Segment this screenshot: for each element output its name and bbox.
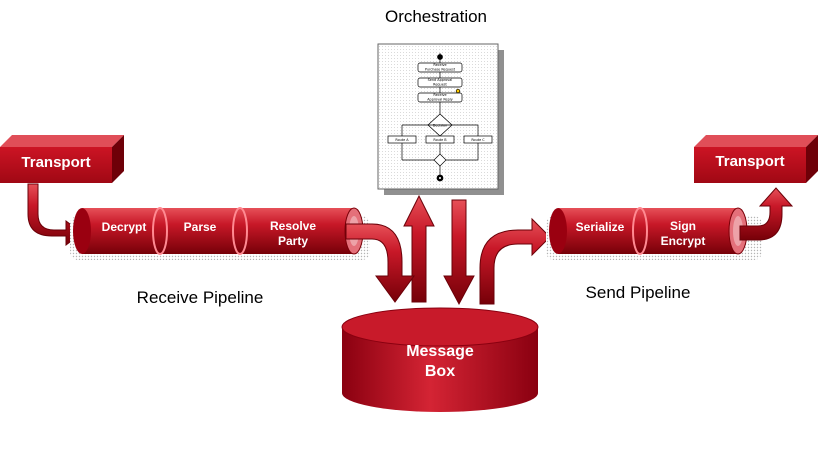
flow-merge (433, 153, 447, 167)
flow-branch-b (425, 135, 455, 144)
receive-separator-1 (152, 207, 168, 255)
send-stage-encrypt: Encrypt (661, 234, 706, 248)
svg-text:Route C: Route C (471, 138, 485, 142)
transport-in-box: Transport (0, 135, 124, 183)
transport-out-label: Transport (715, 153, 784, 170)
svg-text:Route B: Route B (433, 138, 447, 142)
orchestration-title: Orchestration (385, 7, 487, 26)
flow-branch-c (463, 135, 493, 144)
flow-step-2 (417, 77, 463, 88)
send-to-transport-arrow (739, 187, 794, 241)
svg-text:Send Approval: Send Approval (428, 78, 453, 82)
transport-in-label: Transport (21, 154, 90, 171)
message-box-line-2: Box (425, 363, 455, 380)
transport-out-box: Transport (694, 135, 818, 183)
from-orchestration-arrow (443, 199, 475, 306)
svg-text:Approval Reply: Approval Reply (427, 98, 453, 102)
orchestration-flowchart-text: Receive Purchase Request Send Approval R… (395, 63, 485, 142)
receive-stage-resolve: Resolve (270, 219, 316, 233)
flow-step-1 (417, 62, 463, 73)
svg-text:Route A: Route A (395, 138, 409, 142)
svg-text:Decision: Decision (433, 124, 447, 128)
svg-text:Receive: Receive (433, 63, 446, 67)
message-box-line-1: Message (406, 343, 474, 360)
flow-step-3 (417, 92, 463, 103)
receive-stage-decrypt: Decrypt (102, 220, 147, 234)
receive-stage-party: Party (278, 234, 308, 248)
receive-pipeline: Decrypt Parse Resolve Party (70, 207, 370, 260)
receive-separator-2 (232, 207, 248, 255)
send-stage-serialize: Serialize (576, 220, 625, 234)
send-pipeline-label: Send Pipeline (586, 283, 691, 302)
send-separator-1 (632, 207, 648, 255)
orchestration-panel: Receive Purchase Request Send Approval R… (377, 43, 504, 195)
receive-stage-parse: Parse (184, 220, 217, 234)
receive-pipeline-label: Receive Pipeline (137, 288, 264, 307)
to-orchestration-arrow (403, 194, 435, 303)
svg-text:Purchase Request: Purchase Request (425, 68, 456, 72)
message-box-drum: Message Box (341, 307, 539, 412)
flow-branch-a (387, 135, 417, 144)
svg-text:Receive: Receive (433, 93, 446, 97)
messagebox-to-send-arrow (479, 217, 551, 305)
svg-text:Request: Request (433, 83, 447, 87)
receive-to-messagebox-arrow (345, 223, 415, 303)
send-stage-sign: Sign (670, 219, 696, 233)
send-pipeline: Serialize Sign Encrypt (546, 207, 762, 260)
orchestration-flowchart (387, 53, 493, 182)
